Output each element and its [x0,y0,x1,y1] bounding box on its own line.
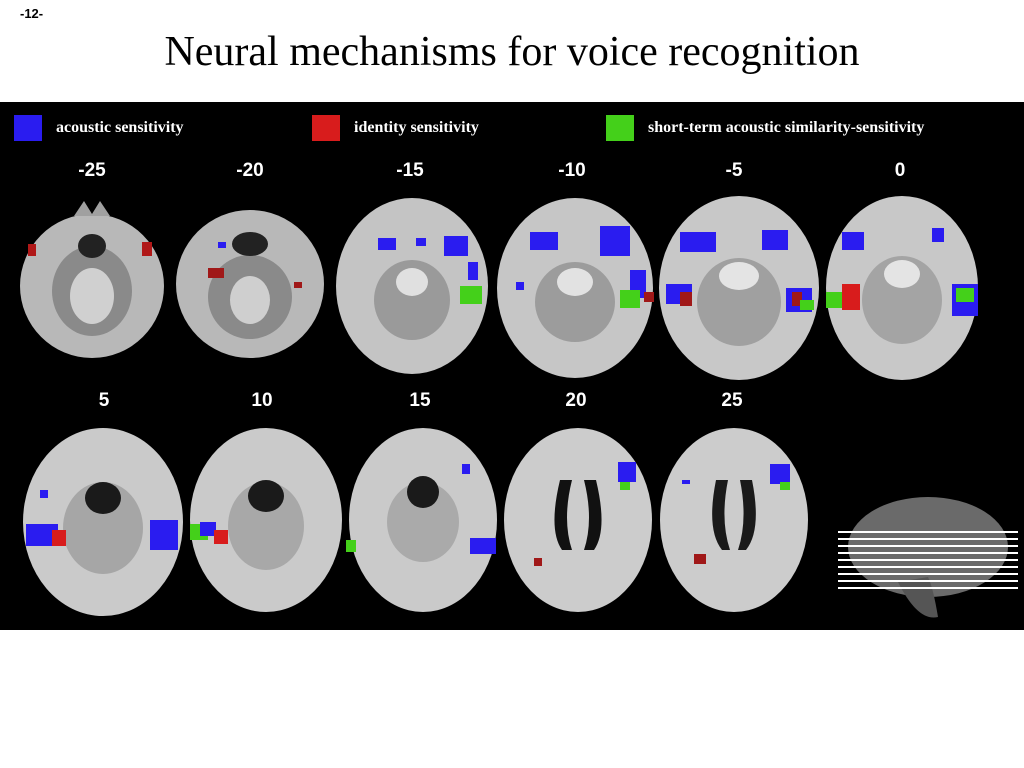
brain-slice-image [190,428,342,612]
brain-slice-image [497,198,654,378]
slice-label: -20 [236,160,264,181]
slice-label: -25 [78,160,106,181]
slice-label: 15 [409,390,431,411]
brain-slice-image [20,201,164,358]
brain-slice-image [826,196,978,380]
legend-swatch-similarity [606,115,634,141]
slice-label: 0 [894,160,906,181]
legend-label-acoustic: acoustic sensitivity [56,119,184,136]
brain-slice-image [660,428,808,612]
slice-label: 5 [98,390,110,411]
slide-title: Neural mechanisms for voice recognition [164,29,860,75]
brain-slice-image [336,198,488,374]
legend-label-identity: identity sensitivity [354,119,479,136]
legend-swatch-acoustic [14,115,42,141]
page-number: -12- [20,6,44,21]
legend: acoustic sensitivity identity sensitivit… [0,114,1024,142]
legend-label-similarity: short-term acoustic similarity-sensitivi… [648,119,925,136]
brain-slice-image [346,428,497,612]
brain-slice-image [23,428,183,616]
slice-label: -10 [558,160,586,181]
legend-swatch-identity [312,115,340,141]
brain-slice-image [504,428,652,612]
brain-slice-image [176,210,324,358]
slice-label: -5 [725,160,743,181]
slice-label: 20 [565,390,587,411]
legend-item-identity: identity sensitivity [312,114,479,142]
slice-label: 10 [251,390,273,411]
legend-item-acoustic: acoustic sensitivity [14,114,184,142]
slice-label: 25 [721,390,743,411]
fmri-figure: acoustic sensitivity identity sensitivit… [0,102,1024,630]
slice-label: -15 [396,160,424,181]
legend-item-similarity: short-term acoustic similarity-sensitivi… [606,114,924,142]
brain-slice-image [659,196,819,380]
sagittal-reference-image [838,497,1018,618]
